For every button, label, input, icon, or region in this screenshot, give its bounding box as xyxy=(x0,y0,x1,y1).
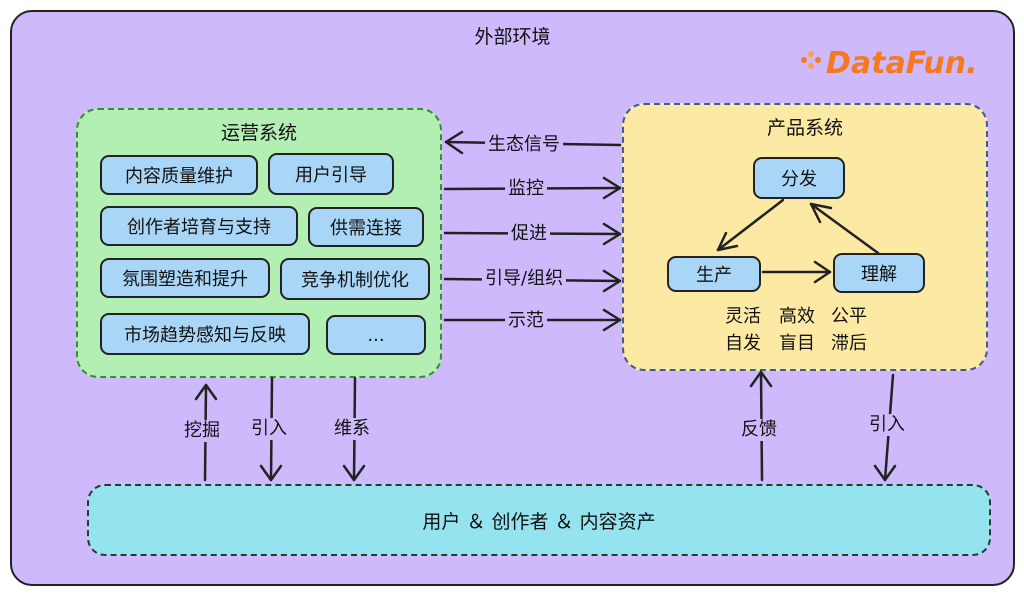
link-label-promote: 促进 xyxy=(508,223,550,245)
arrow-distribute-to-produce-head xyxy=(716,231,739,252)
ops-item-content-quality: 内容质量维护 xyxy=(100,155,258,195)
svg-text:DataFun.: DataFun. xyxy=(826,46,977,81)
ops-item-competition: 竞争机制优化 xyxy=(280,258,430,300)
ops-item-more: ... xyxy=(326,315,426,355)
product-system-panel: 产品系统 xyxy=(622,103,988,371)
ops-item-user-guidance: 用户引导 xyxy=(268,153,394,195)
link-label-introduce: 引入 xyxy=(248,418,290,440)
arrow-understand-to-distribute xyxy=(809,202,880,255)
operations-system-title: 运营系统 xyxy=(220,122,297,144)
trait-lagging: 滞后 xyxy=(831,333,867,354)
trait-spontaneous: 自发 xyxy=(725,333,761,354)
node-understand: 理解 xyxy=(833,253,925,293)
ops-item-creator-support: 创作者培育与支持 xyxy=(100,206,298,246)
arrow-feedback-head xyxy=(749,370,773,388)
link-label-maintain: 维系 xyxy=(331,418,373,440)
arrow-maintain-head xyxy=(342,464,366,482)
link-label-dig: 挖掘 xyxy=(181,420,223,442)
arrow-eco-signal-head xyxy=(444,130,464,155)
arrow-dig-head xyxy=(194,383,218,401)
arrow-introduce-head xyxy=(259,464,283,482)
trait-flexible: 灵活 xyxy=(725,306,761,327)
node-distribute: 分发 xyxy=(753,157,845,199)
arrow-guide-head xyxy=(602,269,622,293)
datafun-logo-mark: DataFun. xyxy=(801,46,977,81)
arrow-distribute-to-produce xyxy=(716,198,785,252)
ops-item-atmosphere: 氛围塑造和提升 xyxy=(100,258,270,298)
link-label-guide: 引导/组织 xyxy=(482,268,567,290)
trait-fair: 公平 xyxy=(831,306,867,327)
trait-efficient: 高效 xyxy=(779,306,815,327)
link-label-introduce2: 引入 xyxy=(866,414,908,436)
trait-blind: 盲目 xyxy=(779,333,815,354)
arrow-monitor-head xyxy=(602,176,622,200)
arrow-produce-to-understand-head xyxy=(813,260,832,284)
node-produce: 生产 xyxy=(667,256,761,292)
ops-item-market-trend: 市场趋势感知与反映 xyxy=(100,313,310,355)
external-environment-title: 外部环境 xyxy=(474,26,551,48)
ops-item-supply-demand: 供需连接 xyxy=(308,207,424,247)
link-label-eco-signal: 生态信号 xyxy=(485,134,563,156)
product-system-title: 产品系统 xyxy=(766,117,843,139)
arrow-introduce2-head xyxy=(873,464,897,482)
datafun-logo: DataFun. xyxy=(796,40,986,84)
arrow-understand-to-distribute-head xyxy=(809,202,833,224)
arrow-demo-head xyxy=(602,308,622,332)
arrow-promote-head xyxy=(602,222,622,246)
link-label-feedback: 反馈 xyxy=(738,419,780,441)
users-creators-content-label: 用户 ＆ 创作者 ＆ 内容资产 xyxy=(422,510,656,533)
users-creators-content-panel: 用户 ＆ 创作者 ＆ 内容资产 xyxy=(87,484,991,556)
link-label-demo: 示范 xyxy=(505,310,547,332)
link-label-monitor: 监控 xyxy=(505,178,547,200)
